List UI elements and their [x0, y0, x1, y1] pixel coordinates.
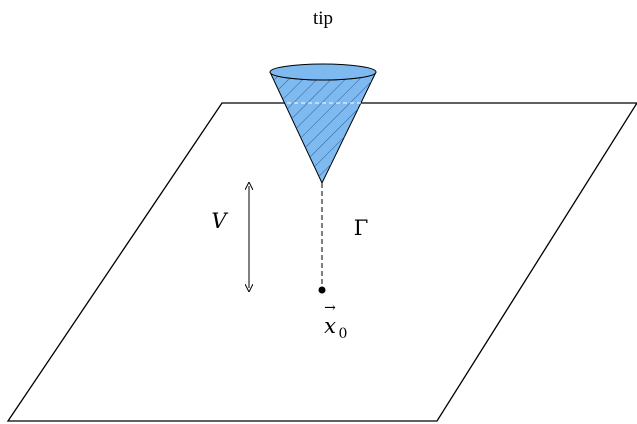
vector-arrow-glyph: → [324, 300, 336, 316]
point-label: → x 0 [324, 300, 347, 342]
tip-label: tip [313, 8, 333, 29]
sample-plane [6, 102, 637, 422]
tip-cone-top [269, 63, 377, 81]
point-x0 [318, 286, 326, 294]
point-label-subscript: 0 [339, 326, 348, 342]
tip-cone-hatch [270, 72, 376, 183]
point-label-x: x [324, 314, 336, 338]
gamma-label: Γ [354, 216, 369, 240]
voltage-label: V [211, 209, 228, 233]
